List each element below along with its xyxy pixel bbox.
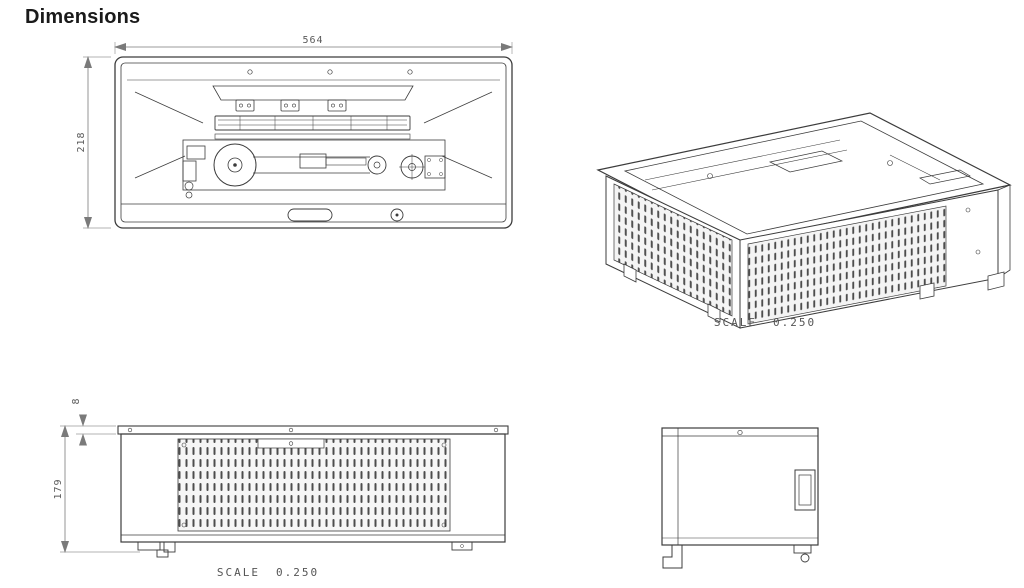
clamp-bracket [235,99,255,112]
drain-elbow [662,545,683,569]
side-view-feet [662,544,812,569]
clamp-bracket [327,99,347,112]
dim-lid-label: 8 [71,397,82,404]
isometric-scale-label: SCALE 0.250 [700,316,830,329]
lock-hole [390,208,404,222]
iso-vent-grille-front [613,183,733,317]
dim-lid: 8 [60,397,116,446]
top-view-mechanism [182,139,446,199]
scale-value: 0.250 [773,316,817,329]
front-view-chassis [117,425,509,543]
iso-body [605,175,1011,329]
dim-depth-label: 218 [76,131,87,152]
side-connector-plate [794,469,816,511]
dim-height: 179 [53,425,140,553]
side-view-chassis [661,427,819,546]
iso-interior-mechanism [644,139,971,191]
iso-vent-grille-side [747,205,947,325]
front-view-feet [137,541,473,558]
grille-top-notch [257,438,325,449]
clamp-bracket [280,99,300,112]
dim-depth: 218 [76,56,111,229]
top-view-bottom-strip [121,203,506,222]
front-lid [117,425,509,435]
dim-width-label: 564 [302,35,323,46]
drain-pipe [163,541,176,553]
front-vent-grille [177,438,451,532]
handle-slot [287,208,333,222]
dim-height-label: 179 [53,478,64,499]
isometric-view-drawing [596,112,1012,329]
top-view-chassis [114,56,513,229]
side-view-drawing [661,427,819,569]
iso-right-end-cap [997,184,1011,279]
top-view-drawing: 564 218 [76,35,513,229]
scale-word: SCALE [216,566,260,579]
page-title: Dimensions [25,6,141,28]
top-view-lamp-bar [212,85,414,140]
scale-value: 0.250 [276,566,320,579]
caster-wheel [800,553,810,563]
iso-feet [623,263,1005,323]
scale-word: SCALE [713,316,757,329]
front-scale-label: SCALE 0.250 [203,566,333,579]
dim-width: 564 [114,35,513,54]
front-view-drawing: 8 179 [53,397,509,558]
front-body [120,433,506,543]
